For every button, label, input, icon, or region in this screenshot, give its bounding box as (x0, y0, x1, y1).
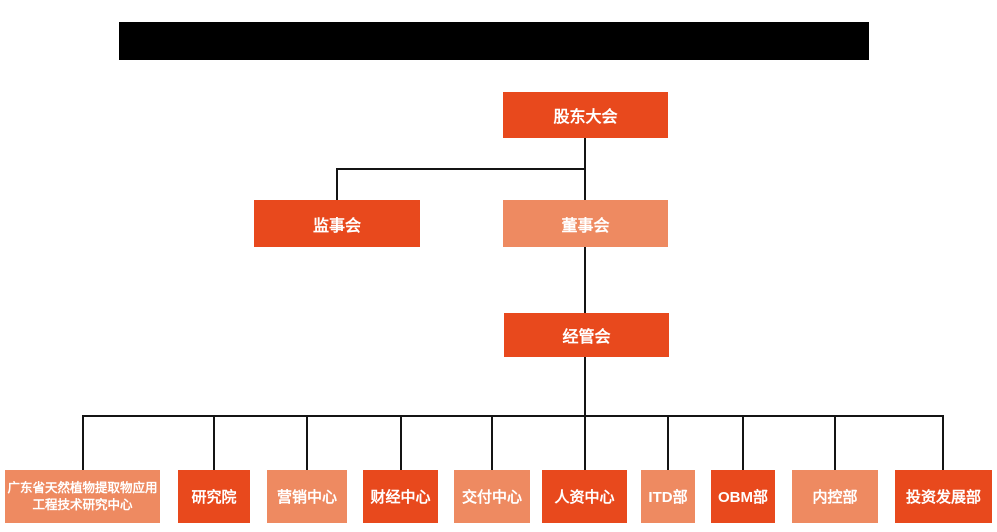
org-node-delivery-center: 交付中心 (454, 470, 530, 523)
node-label: OBM部 (718, 489, 768, 506)
org-node-internal-control-department: 内控部 (792, 470, 878, 523)
connector-dept-stub (306, 415, 308, 471)
connector-root-down (584, 138, 586, 170)
connector-dept-stub (834, 415, 836, 471)
connector-dept-stub (400, 415, 402, 471)
node-label: 投资发展部 (905, 489, 981, 506)
org-node-management-committee: 经管会 (504, 313, 669, 357)
org-node-obm-department: OBM部 (711, 470, 775, 523)
connector-supervisors-drop (336, 168, 338, 201)
org-node-hr-center: 人资中心 (542, 470, 627, 523)
node-label: 交付中心 (461, 489, 522, 506)
node-label: 广东省天然植物提取物应用工程技术研究中心 (7, 480, 158, 512)
connector-dept-stub (213, 415, 215, 471)
org-node-itd-department: ITD部 (641, 470, 695, 523)
connector-board-drop (584, 168, 586, 201)
node-label: 营销中心 (276, 489, 337, 506)
connector-dept-stub (742, 415, 744, 471)
org-node-research-institute: 研究院 (178, 470, 250, 523)
node-label: 财经中心 (370, 489, 431, 506)
node-label: 股东大会 (553, 109, 618, 126)
org-node-shareholders-meeting: 股东大会 (503, 92, 668, 138)
node-label: 人资中心 (554, 489, 615, 506)
connector-dept-stub (667, 415, 669, 471)
node-label: ITD部 (648, 489, 688, 506)
connector-dept-stub (942, 415, 944, 471)
node-label: 经管会 (562, 329, 611, 346)
connector-board-management (584, 247, 586, 314)
redacted-title-bar (119, 22, 869, 60)
org-node-finance-center: 财经中心 (363, 470, 438, 523)
node-label: 研究院 (191, 489, 237, 506)
connector-branch-horizontal (336, 168, 586, 170)
node-label: 监事会 (312, 217, 361, 235)
node-label: 董事会 (561, 217, 610, 235)
connector-dept-stub (82, 415, 84, 471)
org-node-supervisory-board: 监事会 (254, 200, 420, 247)
connector-management-down (584, 357, 586, 471)
org-node-research-center: 广东省天然植物提取物应用工程技术研究中心 (5, 470, 160, 523)
org-node-marketing-center: 营销中心 (267, 470, 347, 523)
connector-bottom-rail (82, 415, 944, 417)
node-label: 内控部 (812, 489, 858, 506)
connector-dept-stub (491, 415, 493, 471)
org-node-board-of-directors: 董事会 (503, 200, 668, 247)
org-node-investment-development-department: 投资发展部 (895, 470, 992, 523)
